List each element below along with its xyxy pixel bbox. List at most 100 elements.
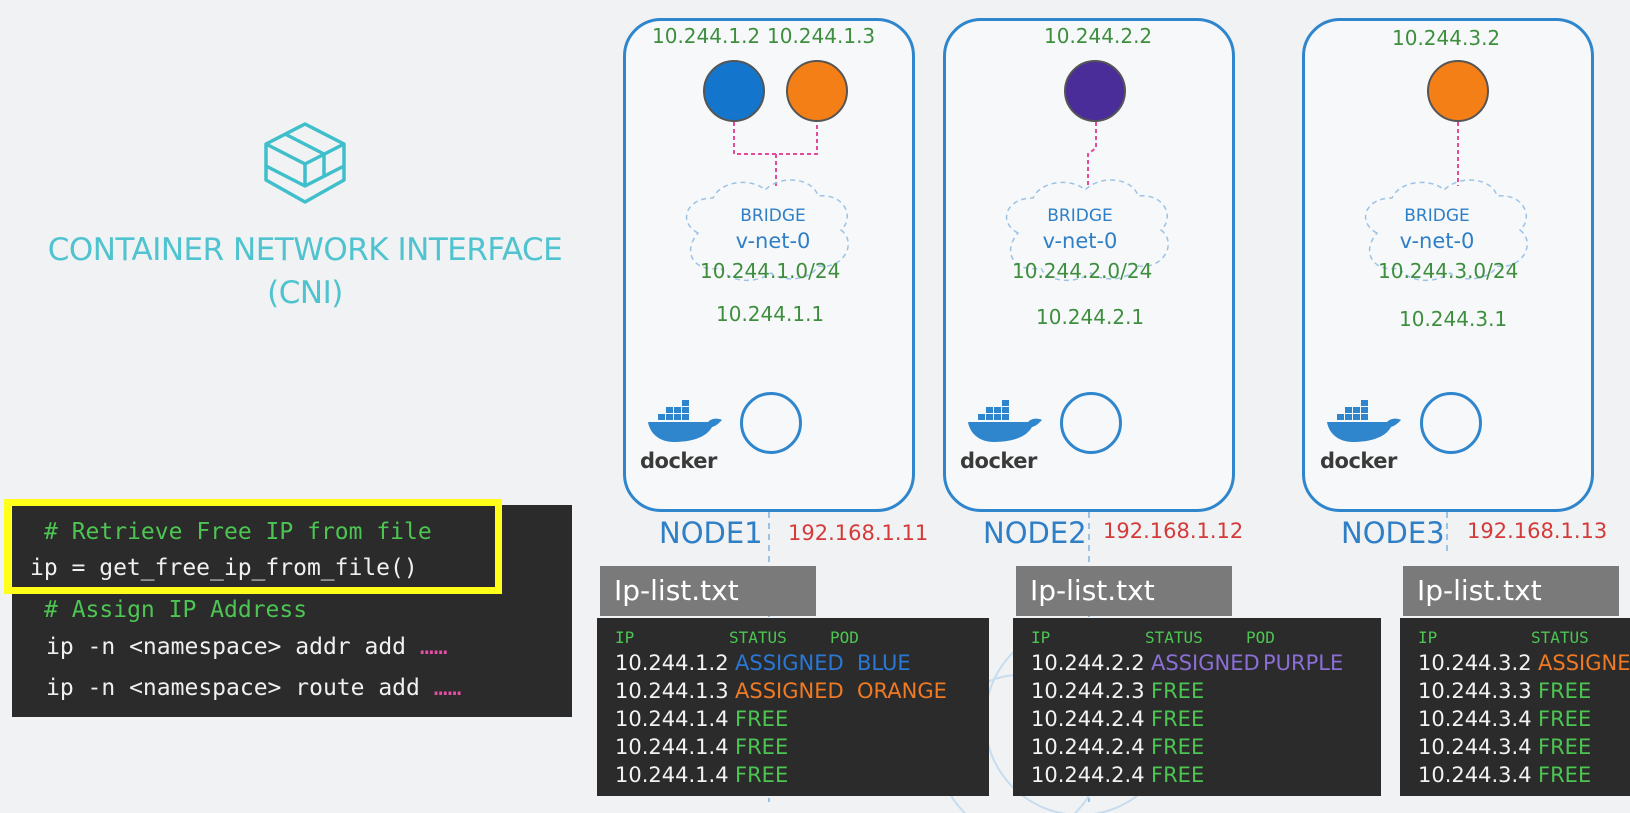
node3-pod-ip-1: 10.244.3.2	[1392, 26, 1501, 50]
node2-host-ip: 192.168.1.12	[1103, 519, 1244, 543]
node2-gateway: 10.244.2.1	[1036, 305, 1145, 329]
node3-pod-orange	[1427, 60, 1489, 122]
ip-list-2-row4-status: FREE	[1151, 735, 1205, 759]
ip-list-1-row2-status: ASSIGNED	[735, 679, 844, 703]
node1-pod-blue	[703, 60, 765, 122]
ip-list-3-row2-status: FREE	[1538, 679, 1592, 703]
ip-list-3-row1-ip: 10.244.3.2	[1418, 651, 1532, 675]
node3-network-interface	[1420, 392, 1482, 454]
code-addr-add: ip -n <namespace> addr add ……	[46, 634, 448, 660]
code-comment-assign: # Assign IP Address	[44, 597, 308, 623]
ip-list-2-row2-ip: 10.244.2.3	[1031, 679, 1145, 703]
ip-list-3-row2-ip: 10.244.3.3	[1418, 679, 1532, 703]
ip-list-2-header-pod: POD	[1246, 628, 1275, 647]
ip-list-2-row1-status: ASSIGNED	[1151, 651, 1260, 675]
cni-title-line2: (CNI)	[267, 275, 343, 311]
code-route-add: ip -n <namespace> route add ……	[46, 675, 461, 701]
ip-list-1-row4-ip: 10.244.1.4	[615, 735, 729, 759]
node1-pod-ip-2: 10.244.1.3	[767, 24, 876, 48]
node3-gateway: 10.244.3.1	[1399, 307, 1508, 331]
ip-list-3-row1-status: ASSIGNE	[1538, 651, 1630, 675]
ip-list-1-header-ip: IP	[615, 628, 635, 647]
ip-list-2-row3-status: FREE	[1151, 707, 1205, 731]
node2-pod-ip-1: 10.244.2.2	[1044, 24, 1153, 48]
node2-connectors	[1006, 122, 1169, 282]
node3-link-line	[1446, 512, 1448, 552]
ip-list-3-row5-ip: 10.244.3.4	[1418, 763, 1532, 787]
node2-docker-whale-icon	[968, 400, 1042, 442]
node1-network-interface	[740, 392, 802, 454]
node2-bridge-label: BRIDGE	[1047, 206, 1113, 226]
ip-list-2-row1-pod: PURPLE	[1263, 651, 1344, 675]
ip-list-1-row5-status: FREE	[735, 763, 789, 787]
node3-docker-label: docker	[1320, 449, 1397, 473]
code-route-add-text: ip -n <namespace> route add	[46, 675, 420, 701]
node3-subnet: 10.244.3.0/24	[1378, 259, 1519, 283]
code-panel	[12, 505, 572, 717]
ip-list-3-tab[interactable]: Ip-list.txt	[1403, 566, 1619, 616]
code-addr-add-text: ip -n <namespace> addr add	[46, 634, 407, 660]
ip-list-1-header-pod: POD	[830, 628, 859, 647]
ip-list-1-row1-status: ASSIGNED	[735, 651, 844, 675]
code-comment-retrieve: # Retrieve Free IP from file	[44, 519, 432, 545]
ip-list-2-row5-ip: 10.244.2.4	[1031, 763, 1145, 787]
ip-list-1-row1-pod: BLUE	[857, 651, 911, 675]
node3-connectors	[1365, 122, 1528, 282]
ip-list-1-row1-ip: 10.244.1.2	[615, 651, 729, 675]
code-addr-dots: ……	[419, 634, 448, 660]
code-highlight-box	[4, 499, 502, 594]
node2-name: NODE2	[983, 516, 1087, 550]
ip-list-2-table	[1013, 618, 1381, 796]
ip-list-3-header-ip: IP	[1418, 628, 1438, 647]
node3-name: NODE3	[1341, 516, 1445, 550]
cni-title-line1: CONTAINER NETWORK INTERFACE	[47, 232, 563, 268]
ip-list-3-header-status: STATUS	[1531, 628, 1589, 647]
node1-bridge-label: BRIDGE	[740, 206, 806, 226]
ip-list-1-row4-status: FREE	[735, 735, 789, 759]
node2-bridge-name: v-net-0	[1042, 229, 1118, 253]
node1-gateway: 10.244.1.1	[716, 302, 825, 326]
ip-list-1-tab[interactable]: Ip-list.txt	[600, 566, 816, 616]
ip-list-1-table	[597, 618, 989, 796]
node1-pod-orange	[786, 60, 848, 122]
ip-list-3-row3-status: FREE	[1538, 707, 1592, 731]
node1-pod-ip-1: 10.244.1.2	[652, 24, 761, 48]
ip-list-1-row5-ip: 10.244.1.4	[615, 763, 729, 787]
node3-bridge-label: BRIDGE	[1404, 206, 1470, 226]
ip-list-1-header-status: STATUS	[729, 628, 787, 647]
ip-list-3-row5-status: FREE	[1538, 763, 1592, 787]
node2-docker-label: docker	[960, 449, 1037, 473]
ip-list-2-header-ip: IP	[1031, 628, 1051, 647]
node3-docker-whale-icon	[1327, 400, 1401, 442]
code-get-free-ip: ip = get_free_ip_from_file()	[30, 555, 418, 581]
cni-cube-logo-icon	[264, 122, 346, 204]
node1-subnet: 10.244.1.0/24	[700, 259, 841, 283]
node2-subnet: 10.244.2.0/24	[1012, 259, 1153, 283]
node1-host-ip: 192.168.1.11	[788, 521, 929, 545]
ip-list-2-tab[interactable]: Ip-list.txt	[1016, 566, 1232, 616]
ip-list-3-row4-status: FREE	[1538, 735, 1592, 759]
node1-docker-whale-icon	[648, 400, 722, 442]
ip-list-1-row2-pod: ORANGE	[857, 679, 947, 703]
ip-list-3-row4-ip: 10.244.3.4	[1418, 735, 1532, 759]
node3-host-ip: 192.168.1.13	[1467, 519, 1608, 543]
ip-list-2-header-status: STATUS	[1145, 628, 1203, 647]
node1-name: NODE1	[659, 516, 763, 550]
node2-network-interface	[1060, 392, 1122, 454]
ip-list-2-row4-ip: 10.244.2.4	[1031, 735, 1145, 759]
ip-list-1-row3-status: FREE	[735, 707, 789, 731]
ip-list-3-table	[1400, 618, 1630, 796]
ip-list-2-row1-ip: 10.244.2.2	[1031, 651, 1145, 675]
node1-bridge-name: v-net-0	[735, 229, 811, 253]
node2-pod-purple	[1064, 60, 1126, 122]
node1-docker-label: docker	[640, 449, 717, 473]
node1-connectors	[686, 122, 849, 282]
ip-list-2-row3-ip: 10.244.2.4	[1031, 707, 1145, 731]
code-route-dots: ……	[433, 675, 462, 701]
ip-list-1-row2-ip: 10.244.1.3	[615, 679, 729, 703]
ip-list-2-row5-status: FREE	[1151, 763, 1205, 787]
ip-list-1-row3-ip: 10.244.1.4	[615, 707, 729, 731]
node3-bridge-name: v-net-0	[1399, 229, 1475, 253]
ip-list-3-row3-ip: 10.244.3.4	[1418, 707, 1532, 731]
ip-list-2-row2-status: FREE	[1151, 679, 1205, 703]
